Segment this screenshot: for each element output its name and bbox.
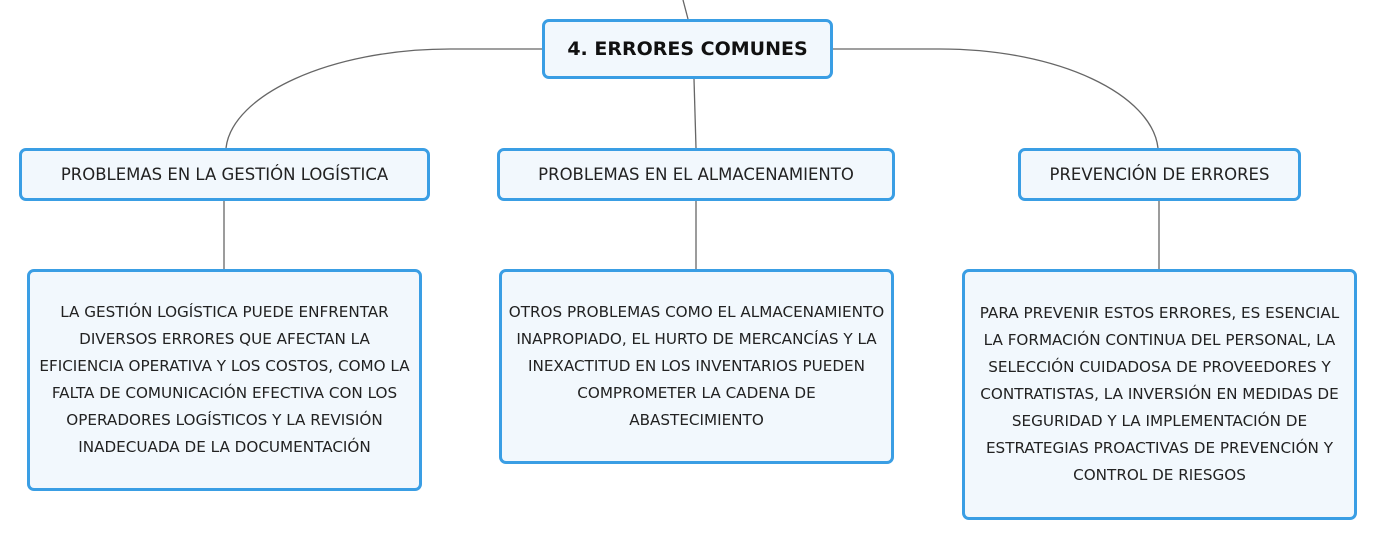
connector-root-to-topic-logistics — [225, 48, 542, 149]
detail-text-prevention: PARA PREVENIR ESTOS ERRORES, ES ESENCIAL… — [979, 304, 1340, 484]
detail-text-storage: OTROS PROBLEMAS COMO EL ALMACENAMIENTO I… — [508, 303, 885, 429]
topic-node-storage[interactable]: PROBLEMAS EN EL ALMACENAMIENTO — [497, 148, 895, 201]
connector-root-to-topic-storage — [693, 78, 697, 149]
topic-title-prevention: PREVENCIÓN DE ERRORES — [1049, 165, 1270, 184]
detail-text-logistics: LA GESTIÓN LOGÍSTICA PUEDE ENFRENTAR DIV… — [39, 303, 410, 456]
topic-title-storage: PROBLEMAS EN EL ALMACENAMIENTO — [538, 165, 854, 184]
topic-node-logistics[interactable]: PROBLEMAS EN LA GESTIÓN LOGÍSTICA — [19, 148, 430, 201]
detail-node-prevention[interactable]: PARA PREVENIR ESTOS ERRORES, ES ESENCIAL… — [962, 269, 1357, 520]
central-topic-node[interactable]: 4. ERRORES COMUNES — [542, 19, 833, 79]
detail-node-logistics[interactable]: LA GESTIÓN LOGÍSTICA PUEDE ENFRENTAR DIV… — [27, 269, 422, 491]
topic-title-logistics: PROBLEMAS EN LA GESTIÓN LOGÍSTICA — [60, 165, 389, 184]
connector-root-to-topic-prevention — [833, 48, 1159, 149]
topic-node-prevention[interactable]: PREVENCIÓN DE ERRORES — [1018, 148, 1301, 201]
detail-node-storage[interactable]: OTROS PROBLEMAS COMO EL ALMACENAMIENTO I… — [499, 269, 894, 464]
central-topic-label: 4. ERRORES COMUNES — [567, 38, 808, 60]
connector-parent-to-root — [682, 0, 689, 20]
